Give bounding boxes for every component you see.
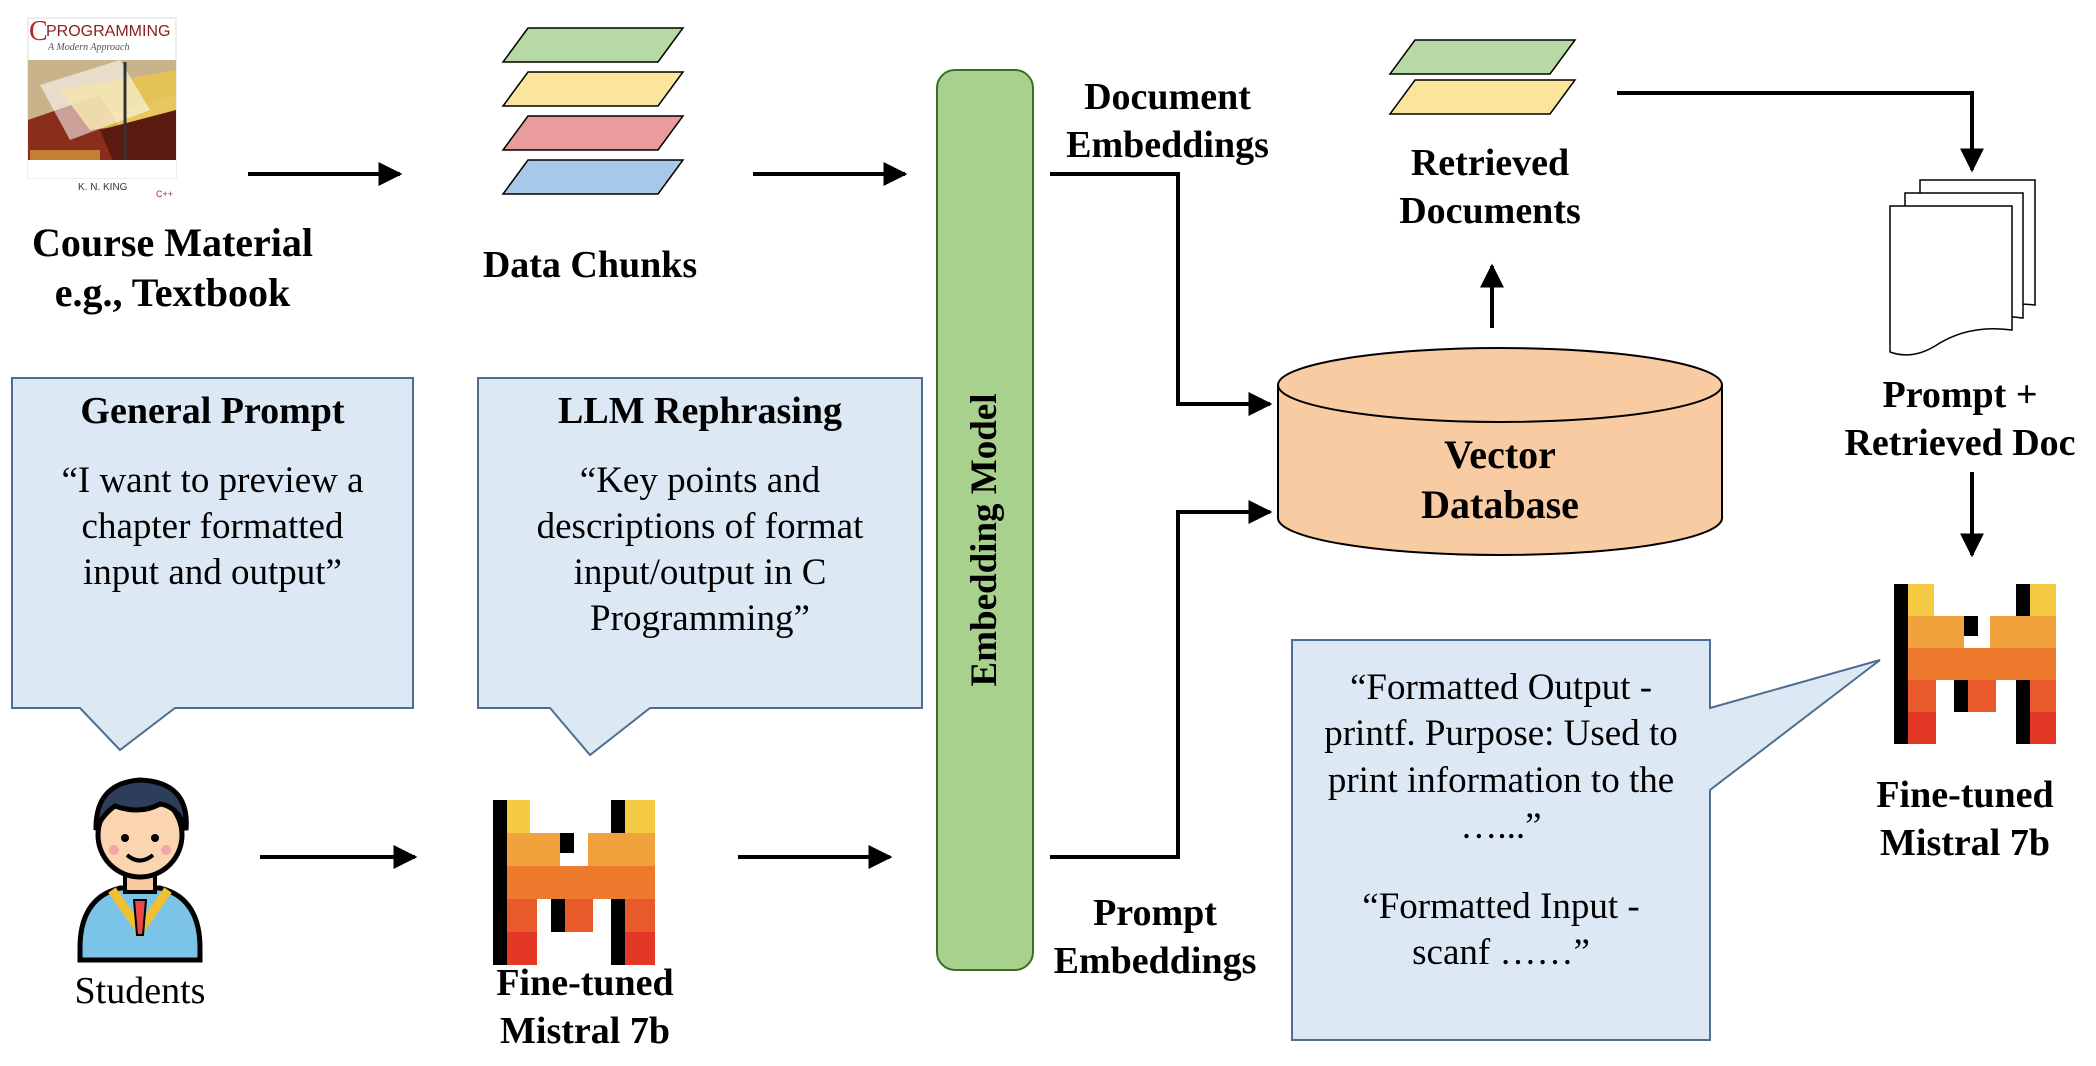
arrow-doc-embeddings-to-db bbox=[1050, 172, 1273, 416]
cover-letter: C bbox=[29, 16, 48, 47]
llm-rephrasing-line: Programming” bbox=[590, 598, 810, 640]
data-chunks-icon bbox=[501, 27, 685, 195]
data-chunks-label: Data Chunks bbox=[440, 242, 740, 290]
prompt-embeddings-label: Prompt Embeddings bbox=[1030, 890, 1280, 985]
mistral-right-line1: Fine-tuned bbox=[1876, 774, 2054, 816]
arrow-retrieved-to-prompt-doc bbox=[1617, 91, 1984, 173]
document-embeddings-line2: Embeddings bbox=[1066, 123, 1269, 166]
prompt-retrieved-doc-line1: Prompt + bbox=[1882, 374, 2038, 416]
retrieved-chunks-icon bbox=[1388, 39, 1577, 115]
general-prompt-title: General Prompt bbox=[80, 390, 345, 432]
response-line: printf. Purpose: Used to bbox=[1324, 713, 1678, 755]
course-material-label: Course Material e.g., Textbook bbox=[0, 218, 345, 318]
cover-edition: C++ bbox=[156, 189, 173, 199]
response-line: …...” bbox=[1460, 805, 1542, 847]
students-label: Students bbox=[40, 968, 240, 1016]
retrieved-documents-label: Retrieved Documents bbox=[1340, 140, 1640, 235]
response-line: “Formatted Output - bbox=[1349, 667, 1653, 708]
general-prompt-content: General Prompt “I want to preview a chap… bbox=[12, 388, 413, 596]
mistral-bottom-line2: Mistral 7b bbox=[500, 1009, 670, 1052]
vector-database-line2: Database bbox=[1421, 482, 1579, 527]
embedding-model-bar bbox=[936, 69, 1034, 971]
cover-title: PROGRAMMING bbox=[46, 23, 170, 40]
vector-database-label: Vector Database bbox=[1350, 430, 1650, 530]
response-line: scanf ……” bbox=[1412, 932, 1590, 974]
mistral-right-line2: Mistral 7b bbox=[1880, 821, 2050, 864]
student-avatar-icon bbox=[77, 777, 203, 963]
llm-rephrasing-line: input/output in C bbox=[573, 552, 827, 593]
document-embeddings-line1: Document bbox=[1084, 76, 1251, 118]
mistral-right-label: Fine-tuned Mistral 7b bbox=[1835, 772, 2095, 867]
general-prompt-line: “I want to preview a bbox=[61, 459, 364, 501]
textbook-cover-icon: C PROGRAMMING A Modern Approach K. N. KI… bbox=[27, 16, 177, 199]
llm-rephrasing-line: descriptions of format bbox=[536, 505, 864, 547]
retrieved-documents-line2: Documents bbox=[1399, 189, 1581, 232]
llm-rephrasing-line: “Key points and bbox=[579, 459, 821, 501]
response-callout bbox=[1291, 639, 1881, 1041]
prompt-retrieved-doc-line2: Retrieved Doc bbox=[1844, 421, 2076, 464]
course-material-line2: e.g., Textbook bbox=[54, 270, 291, 315]
students-text: Students bbox=[74, 970, 206, 1012]
prompt-embeddings-line2: Embeddings bbox=[1053, 939, 1257, 982]
embedding-model-label: Embedding Model bbox=[964, 393, 1005, 687]
vector-database-line1: Vector bbox=[1444, 432, 1556, 477]
general-prompt-line: input and output” bbox=[83, 552, 342, 593]
cover-author: K. N. KING bbox=[78, 182, 128, 193]
document-stack-icon bbox=[1889, 179, 2036, 356]
document-embeddings-label: Document Embeddings bbox=[1035, 74, 1300, 169]
mistral-logo-icon bbox=[493, 800, 655, 965]
retrieved-documents-line1: Retrieved bbox=[1410, 142, 1570, 184]
response-line: print information to the bbox=[1327, 759, 1675, 801]
prompt-embeddings-line1: Prompt bbox=[1093, 892, 1217, 934]
general-prompt-callout bbox=[11, 377, 414, 752]
course-material-line1: Course Material bbox=[31, 220, 313, 265]
mistral-logo-icon-right bbox=[1894, 584, 2056, 744]
prompt-retrieved-doc-label: Prompt + Retrieved Doc bbox=[1825, 372, 2095, 467]
llm-rephrasing-callout bbox=[477, 377, 923, 757]
llm-rephrasing-title: LLM Rephrasing bbox=[558, 390, 842, 432]
mistral-bottom-line1: Fine-tuned bbox=[496, 962, 674, 1004]
general-prompt-line: chapter formatted bbox=[81, 505, 344, 547]
vector-database-cylinder bbox=[1277, 347, 1723, 556]
llm-rephrasing-content: LLM Rephrasing “Key points and descripti… bbox=[478, 388, 922, 643]
cover-subtitle: A Modern Approach bbox=[47, 42, 129, 53]
response-line: “Formatted Input - bbox=[1362, 886, 1640, 927]
arrow-prompt-embeddings-to-db bbox=[1050, 500, 1273, 859]
response-content: “Formatted Output - printf. Purpose: Use… bbox=[1292, 665, 1710, 977]
data-chunks-text: Data Chunks bbox=[482, 244, 698, 286]
mistral-bottom-label: Fine-tuned Mistral 7b bbox=[440, 960, 730, 1055]
